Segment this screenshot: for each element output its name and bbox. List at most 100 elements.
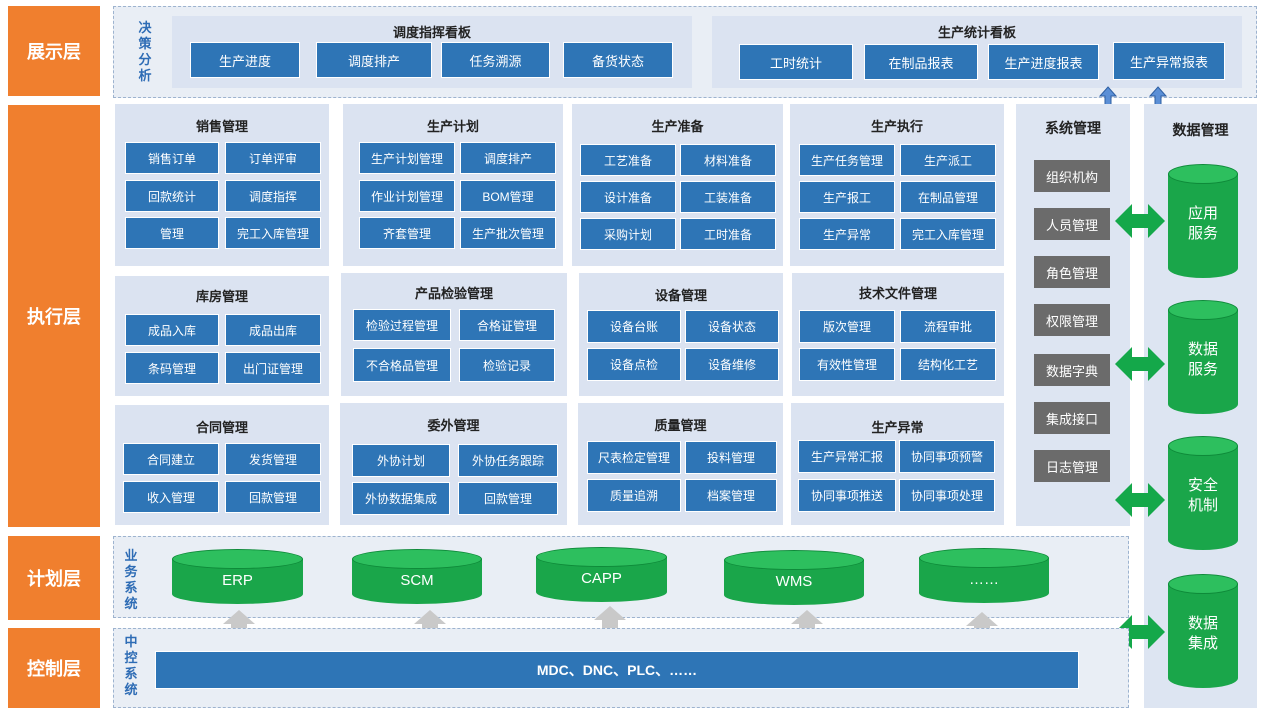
system-item-logs[interactable]: 日志管理 [1034,450,1110,482]
cylinder-label: ERP [222,572,253,589]
module-item[interactable]: 完工入库管理 [225,217,321,249]
cylinder-label: 数据集成 [1187,615,1218,652]
module-tech-docs: 技术文件管理 版次管理 流程审批 有效性管理 结构化工艺 [792,273,1004,396]
module-item[interactable]: 采购计划 [580,218,676,250]
module-item[interactable]: 收入管理 [123,481,219,513]
module-item[interactable]: 生产任务管理 [799,144,895,176]
module-item[interactable]: 管理 [125,217,219,249]
system-item-permissions[interactable]: 权限管理 [1034,304,1110,336]
label-decision-analysis: 决策分析 [138,20,152,83]
module-item[interactable]: 回款管理 [458,482,558,515]
module-item[interactable]: 生产派工 [900,144,996,176]
cylinder-scm: SCM [352,549,482,604]
module-item[interactable]: 订单评审 [225,142,321,174]
dispatch-item-progress[interactable]: 生产进度 [190,42,300,78]
module-item[interactable]: 成品出库 [225,314,321,346]
system-item-integration[interactable]: 集成接口 [1034,402,1110,434]
cylinder-wms: WMS [724,550,864,605]
module-item[interactable]: 工时准备 [680,218,776,250]
module-item[interactable]: 外协计划 [352,444,450,477]
module-item[interactable]: 销售订单 [125,142,219,174]
dispatch-item-scheduling[interactable]: 调度排产 [316,42,432,78]
stats-item-progress-report[interactable]: 生产进度报表 [988,44,1099,80]
module-item[interactable]: 协同事项预警 [899,440,995,473]
data-management-title: 数据管理 [1172,122,1229,138]
dispatch-board-title: 调度指挥看板 [392,25,471,40]
system-item-org[interactable]: 组织机构 [1034,160,1110,192]
module-item[interactable]: 回款管理 [225,481,321,513]
module-item[interactable]: 成品入库 [125,314,219,346]
module-item[interactable]: 生产异常汇报 [798,440,896,473]
module-title: 委外管理 [427,418,480,433]
module-item[interactable]: 协同事项处理 [899,479,995,512]
module-item[interactable]: 生产报工 [799,181,895,213]
module-item[interactable]: 外协任务跟踪 [458,444,558,477]
module-item[interactable]: 调度排产 [460,142,556,174]
dispatch-board: 调度指挥看板 生产进度 调度排产 任务溯源 备货状态 [172,16,692,88]
module-item[interactable]: 在制品管理 [900,181,996,213]
system-item-roles[interactable]: 角色管理 [1034,256,1110,288]
module-production-exception: 生产异常 生产异常汇报 协同事项预警 协同事项推送 协同事项处理 [791,403,1004,525]
module-item[interactable]: 检验过程管理 [353,309,451,341]
module-item[interactable]: 工艺准备 [580,144,676,176]
module-item[interactable]: 完工入库管理 [900,218,996,250]
module-item[interactable]: 生产异常 [799,218,895,250]
module-item[interactable]: 设备台账 [587,310,681,343]
system-management-panel: 系统管理 组织机构 人员管理 角色管理 权限管理 数据字典 集成接口 日志管理 [1016,104,1130,526]
label-business-systems: 业务系统 [124,548,138,611]
module-item[interactable]: 齐套管理 [359,217,455,249]
module-equipment: 设备管理 设备台账 设备状态 设备点检 设备维修 [579,273,783,396]
layer-control: 控制层 [8,628,100,708]
module-title: 销售管理 [195,119,248,134]
system-item-personnel[interactable]: 人员管理 [1034,208,1110,240]
module-item[interactable]: 不合格品管理 [353,348,451,382]
module-item[interactable]: 合格证管理 [459,309,555,341]
control-systems-bar[interactable]: MDC、DNC、PLC、…… [155,651,1079,689]
module-item[interactable]: 条码管理 [125,352,219,384]
stats-item-hours[interactable]: 工时统计 [739,44,853,80]
stats-item-wip-report[interactable]: 在制品报表 [864,44,978,80]
module-item[interactable]: 投料管理 [685,441,777,474]
module-production-exec: 生产执行 生产任务管理 生产派工 生产报工 在制品管理 生产异常 完工入库管理 [790,104,1004,266]
module-item[interactable]: 结构化工艺 [900,348,996,381]
module-title: 库房管理 [195,289,248,304]
module-item[interactable]: 工装准备 [680,181,776,213]
module-inspection: 产品检验管理 检验过程管理 合格证管理 不合格品管理 检验记录 [341,273,567,396]
module-item[interactable]: 尺表检定管理 [587,441,681,474]
stats-board: 生产统计看板 工时统计 在制品报表 生产进度报表 生产异常报表 [712,16,1242,88]
module-item[interactable]: 材料准备 [680,144,776,176]
module-item[interactable]: 协同事项推送 [798,479,896,512]
module-item[interactable]: 调度指挥 [225,180,321,212]
module-item[interactable]: 外协数据集成 [352,482,450,515]
module-item[interactable]: 出门证管理 [225,352,321,384]
module-outsourcing: 委外管理 外协计划 外协任务跟踪 外协数据集成 回款管理 [340,403,567,525]
module-item[interactable]: 质量追溯 [587,479,681,512]
module-item[interactable]: 生产计划管理 [359,142,455,174]
cylinder-data-integration: 数据集成 [1168,574,1238,688]
module-item[interactable]: 设备点检 [587,348,681,381]
module-item[interactable]: 设备维修 [685,348,779,381]
cylinder-label: 安全机制 [1187,477,1218,514]
system-item-dictionary[interactable]: 数据字典 [1034,354,1110,386]
cylinder-capp: CAPP [536,547,667,602]
module-item[interactable]: 流程审批 [900,310,996,343]
module-item[interactable]: 设备状态 [685,310,779,343]
module-item[interactable]: 档案管理 [685,479,777,512]
module-item[interactable]: 版次管理 [799,310,895,343]
dispatch-item-stock[interactable]: 备货状态 [563,42,673,78]
module-item[interactable]: 作业计划管理 [359,180,455,212]
module-item[interactable]: 设计准备 [580,181,676,213]
module-item[interactable]: 合同建立 [123,443,219,475]
module-production-plan: 生产计划 生产计划管理 调度排产 作业计划管理 BOM管理 齐套管理 生产批次管… [343,104,563,266]
stats-item-exception-report[interactable]: 生产异常报表 [1113,42,1225,80]
module-item[interactable]: 生产批次管理 [460,217,556,249]
cylinder-label: 数据服务 [1187,341,1218,378]
layer-display: 展示层 [8,6,100,96]
module-item[interactable]: 发货管理 [225,443,321,475]
module-item[interactable]: 回款统计 [125,180,219,212]
cylinder-data-service: 数据服务 [1168,300,1238,414]
module-item[interactable]: BOM管理 [460,180,556,212]
dispatch-item-trace[interactable]: 任务溯源 [441,42,550,78]
module-item[interactable]: 检验记录 [459,348,555,382]
module-item[interactable]: 有效性管理 [799,348,895,381]
